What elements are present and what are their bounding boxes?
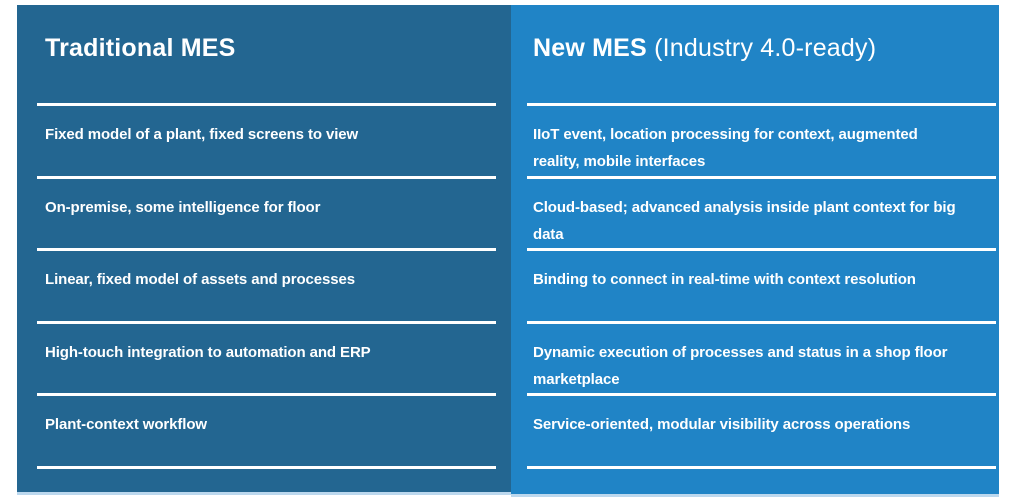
feature-row: High-touch integration to automation and… xyxy=(37,320,496,394)
feature-row: On-premise, some intelligence for floor xyxy=(37,175,496,249)
traditional-mes-column: Traditional MES Fixed model of a plant, … xyxy=(17,5,511,495)
feature-row: Service-oriented, modular visibility acr… xyxy=(527,393,996,466)
feature-row: Fixed model of a plant, fixed screens to… xyxy=(37,103,496,176)
traditional-mes-title: Traditional MES xyxy=(45,34,236,62)
feature-row: Plant-context workflow xyxy=(37,393,496,466)
feature-row: IIoT event, location processing for cont… xyxy=(527,103,996,176)
feature-row: Cloud-based; advanced analysis inside pl… xyxy=(527,175,996,249)
column-end-divider xyxy=(527,465,996,469)
feature-row: Dynamic execution of processes and statu… xyxy=(527,320,996,394)
feature-row: Linear, fixed model of assets and proces… xyxy=(37,248,496,321)
new-mes-subtitle: (Industry 4.0-ready) xyxy=(654,34,877,62)
new-mes-column: New MES (Industry 4.0-ready) IIoT event,… xyxy=(511,5,999,497)
feature-row: Binding to connect in real-time with con… xyxy=(527,248,996,321)
traditional-mes-header: Traditional MES xyxy=(17,5,511,103)
new-mes-header: New MES (Industry 4.0-ready) xyxy=(511,5,999,103)
column-end-divider xyxy=(37,465,496,469)
new-mes-title: New MES xyxy=(533,34,647,62)
